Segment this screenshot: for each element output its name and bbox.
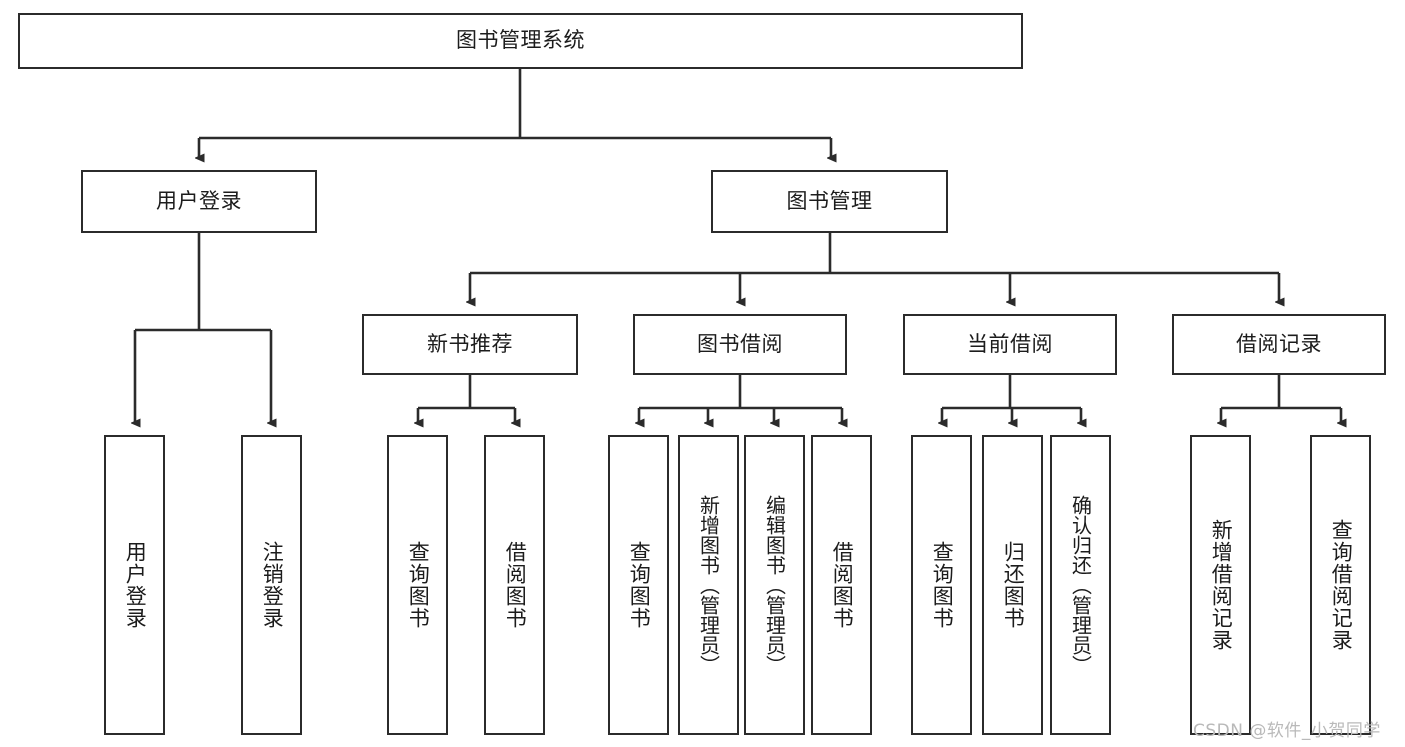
node-user-login[interactable]: 用户登录: [81, 170, 317, 233]
node-leaf-user-login[interactable]: 用户登录: [104, 435, 165, 735]
node-leaf-logout[interactable]: 注销登录: [241, 435, 302, 735]
node-book-borrow-label: 图书借阅: [697, 331, 783, 356]
node-leaf-return-book-label: 归还图书: [1001, 541, 1026, 629]
node-leaf-add-record-label: 新增借阅记录: [1209, 519, 1234, 651]
node-root[interactable]: 图书管理系统: [18, 13, 1023, 69]
node-leaf-borrow-book-rec[interactable]: 借阅图书: [484, 435, 545, 735]
csdn-watermark: CSDN @软件_小贺同学: [1193, 721, 1381, 741]
node-leaf-logout-label: 注销登录: [260, 541, 285, 629]
node-leaf-borrow-book-label: 借阅图书: [830, 541, 855, 629]
node-leaf-query-book-borrow-label: 查询图书: [627, 541, 652, 629]
node-new-book-recommend-label: 新书推荐: [427, 331, 513, 356]
node-current-borrow[interactable]: 当前借阅: [903, 314, 1117, 375]
node-leaf-borrow-book[interactable]: 借阅图书: [811, 435, 872, 735]
node-leaf-add-book[interactable]: 新增图书（管理员）: [678, 435, 739, 735]
node-leaf-edit-book-label: 编辑图书（管理员）: [762, 495, 787, 675]
node-root-label: 图书管理系统: [456, 28, 585, 53]
node-leaf-return-book[interactable]: 归还图书: [982, 435, 1043, 735]
node-leaf-user-login-label: 用户登录: [123, 541, 148, 629]
node-new-book-recommend[interactable]: 新书推荐: [362, 314, 578, 375]
node-book-management[interactable]: 图书管理: [711, 170, 948, 233]
node-leaf-query-book-borrow[interactable]: 查询图书: [608, 435, 669, 735]
node-leaf-confirm-return-label: 确认归还（管理员）: [1068, 495, 1093, 675]
node-book-borrow[interactable]: 图书借阅: [633, 314, 847, 375]
node-leaf-query-book-cur-label: 查询图书: [930, 541, 955, 629]
node-leaf-query-book-cur[interactable]: 查询图书: [911, 435, 972, 735]
node-leaf-query-book-rec[interactable]: 查询图书: [387, 435, 448, 735]
node-current-borrow-label: 当前借阅: [967, 331, 1053, 356]
node-borrow-record-label: 借阅记录: [1236, 331, 1322, 356]
node-borrow-record[interactable]: 借阅记录: [1172, 314, 1386, 375]
node-leaf-confirm-return[interactable]: 确认归还（管理员）: [1050, 435, 1111, 735]
node-leaf-edit-book[interactable]: 编辑图书（管理员）: [744, 435, 805, 735]
node-leaf-query-record-label: 查询借阅记录: [1329, 519, 1354, 651]
node-leaf-add-record[interactable]: 新增借阅记录: [1190, 435, 1251, 735]
node-leaf-add-book-label: 新增图书（管理员）: [696, 495, 721, 675]
node-leaf-query-record[interactable]: 查询借阅记录: [1310, 435, 1371, 735]
node-user-login-label: 用户登录: [156, 188, 242, 213]
node-book-management-label: 图书管理: [786, 188, 873, 213]
node-leaf-borrow-book-rec-label: 借阅图书: [503, 541, 528, 629]
node-leaf-query-book-rec-label: 查询图书: [406, 541, 431, 629]
